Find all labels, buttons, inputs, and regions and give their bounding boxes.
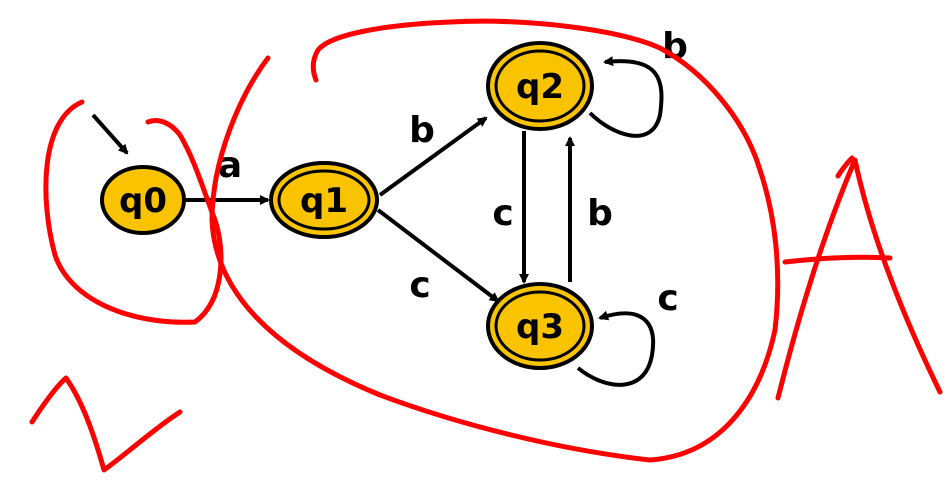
state-q0: q0 <box>100 165 186 235</box>
edge-label-q2-q3: c <box>492 193 513 234</box>
start-arrow <box>91 113 129 155</box>
annotation-enclosure <box>209 18 781 463</box>
edge-q1-q2 <box>378 116 488 197</box>
state-q1: q1 <box>269 161 379 239</box>
loop-q3 <box>576 310 656 387</box>
annotation-handwritten-2 <box>29 375 183 473</box>
edge-labels: a b c c b b c <box>218 26 688 319</box>
edge-label-loop-q3: c <box>657 278 678 319</box>
transitions <box>91 56 664 387</box>
state-label-q0: q0 <box>119 181 167 221</box>
loop-q2 <box>588 56 664 138</box>
edge-label-q3-q2: b <box>587 193 613 234</box>
edge-label-q1-q2: b <box>409 110 435 151</box>
state-q2: q2 <box>486 41 594 131</box>
handwritten-annotations <box>29 18 943 473</box>
state-label-q3: q3 <box>516 307 564 347</box>
edge-label-q1-q3: c <box>409 265 430 306</box>
state-label-q2: q2 <box>516 67 564 107</box>
state-label-q1: q1 <box>300 181 348 221</box>
annotation-circle-q0 <box>43 99 224 325</box>
states: q0 q1 q2 q3 <box>100 41 594 370</box>
edge-q1-q3 <box>376 208 500 303</box>
annotation-handwritten-A <box>775 155 943 401</box>
state-q3: q3 <box>486 282 594 370</box>
